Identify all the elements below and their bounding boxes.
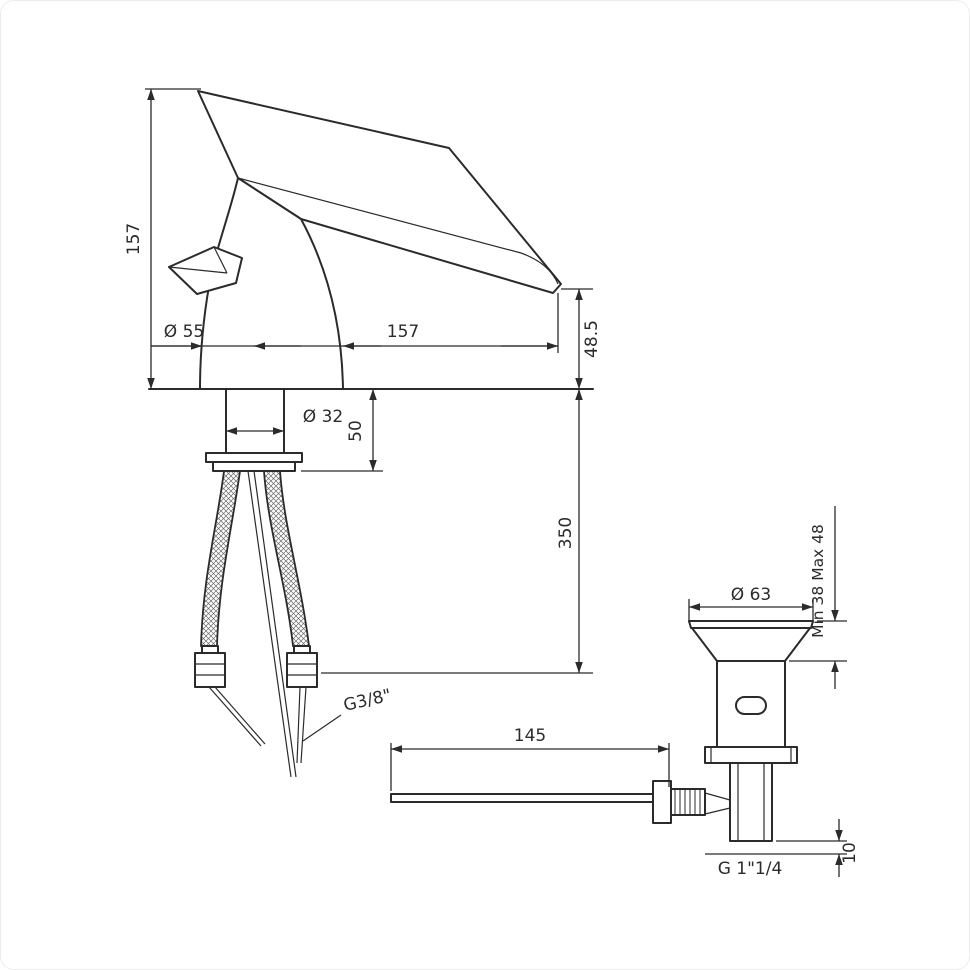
hose-left-nut-ridges (195, 663, 225, 676)
drain-assembly (688, 620, 814, 842)
hose-right-collar (293, 645, 311, 654)
dim-label-waste-thread: G 1"1/4 (718, 859, 783, 879)
dim-label-rod-length: 145 (514, 726, 546, 746)
dim-label-hose-thread: G3/8" (342, 686, 394, 716)
hose-left-nut (194, 652, 226, 688)
hose-right-nut-ridges (287, 663, 317, 676)
flexible-hoses (194, 470, 342, 778)
rod-connector (704, 792, 731, 815)
dim-label-waste-minmax: Min 38 Max 48 (809, 524, 827, 638)
tap-body (199, 177, 344, 390)
waste-tailpiece (729, 762, 773, 842)
hose-left (200, 470, 242, 647)
pull-rod-wire (247, 470, 297, 778)
waste-flange (688, 620, 814, 662)
hose-right (263, 470, 311, 647)
rod-nut (652, 780, 672, 824)
dim-label-hose-length: 350 (556, 517, 576, 549)
waste-locknut (704, 746, 798, 764)
dim-label-shank-diameter: Ø 32 (303, 407, 343, 427)
dim-label-waste-diameter: Ø 63 (731, 585, 771, 605)
hose-thread-leader (302, 714, 342, 742)
waste-body (716, 660, 786, 748)
spout-plate-edge (237, 177, 559, 285)
dim-label-shank-length: 50 (346, 420, 366, 442)
shank-washer-bottom (212, 461, 296, 472)
waste-tailpiece-inner (737, 763, 765, 841)
dimension-lines (147, 89, 843, 877)
horizontal-rod (390, 793, 662, 803)
dim-label-faucet-height: 157 (124, 223, 144, 255)
pop-up-rod (390, 780, 731, 824)
waste-overflow-slot (735, 696, 767, 715)
hose-tails (208, 686, 307, 764)
hose-right-nut (286, 652, 318, 688)
lever-handle-facets (168, 246, 228, 274)
shank (225, 388, 285, 454)
dim-label-base-diameter: Ø 55 (164, 322, 204, 342)
rod-thread-hatch (674, 789, 701, 815)
dim-label-spout-reach: 157 (387, 322, 419, 342)
dim-label-bottom-offset: 10 (840, 842, 860, 864)
waste-locknut-edges (710, 747, 792, 763)
dim-label-spout-tip-drop: 48.5 (582, 320, 602, 358)
hose-left-collar (201, 645, 219, 654)
shank-washer-top (205, 452, 303, 463)
faucet-body-drawing (148, 90, 594, 472)
